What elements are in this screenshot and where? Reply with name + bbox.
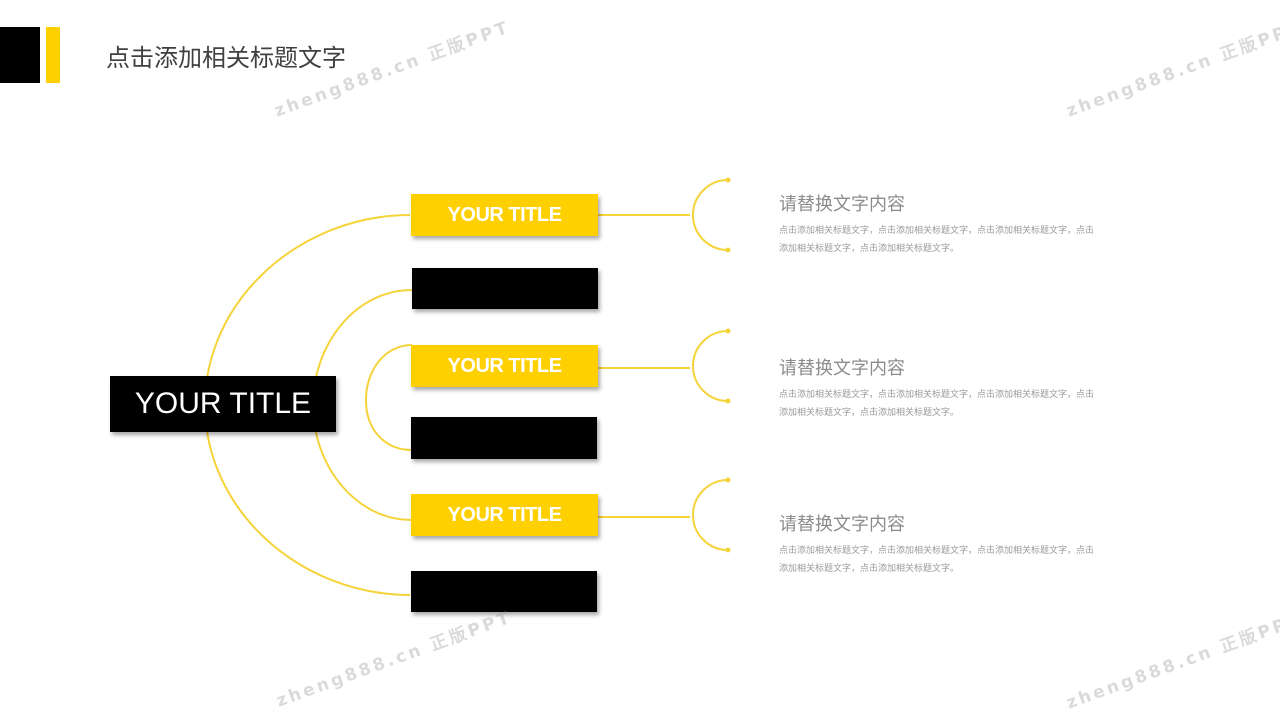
bracket-dot xyxy=(725,547,731,553)
bracket-arc-1 xyxy=(692,179,729,251)
detail-heading[interactable]: 请替换文字内容 xyxy=(779,358,905,379)
branch-box-4[interactable] xyxy=(411,417,597,459)
bracket-dot xyxy=(725,477,731,483)
header-black-block xyxy=(0,27,40,83)
header-yellow-bar xyxy=(46,27,60,83)
bracket-arc-3 xyxy=(692,479,729,551)
detail-body[interactable]: 点击添加相关标题文字，点击添加相关标题文字，点击添加相关标题文字，点击添加相关标… xyxy=(779,546,1095,574)
bracket-dot xyxy=(725,177,731,183)
connector-arc-inner xyxy=(364,344,413,451)
detail-block-2: 请替换文字内容 点击添加相关标题文字，点击添加相关标题文字，点击添加相关标题文字… xyxy=(779,354,1099,422)
branch-box-2[interactable] xyxy=(412,268,598,309)
branch-box-5[interactable]: YOUR TITLE xyxy=(411,494,598,536)
branch-box-6[interactable] xyxy=(411,571,597,612)
detail-heading[interactable]: 请替换文字内容 xyxy=(779,194,905,215)
detail-block-1: 请替换文字内容 点击添加相关标题文字，点击添加相关标题文字，点击添加相关标题文字… xyxy=(779,190,1099,258)
detail-body[interactable]: 点击添加相关标题文字，点击添加相关标题文字，点击添加相关标题文字，点击添加相关标… xyxy=(779,226,1095,254)
bracket-arc-2 xyxy=(692,330,729,402)
bracket-dot xyxy=(725,247,731,253)
detail-body[interactable]: 点击添加相关标题文字，点击添加相关标题文字，点击添加相关标题文字，点击添加相关标… xyxy=(779,390,1095,418)
bracket-dot xyxy=(725,398,731,404)
center-title-box[interactable]: YOUR TITLE xyxy=(110,376,336,432)
page-title[interactable]: 点击添加相关标题文字 xyxy=(106,44,346,72)
branch-box-3[interactable]: YOUR TITLE xyxy=(411,345,598,387)
detail-heading[interactable]: 请替换文字内容 xyxy=(779,514,905,535)
bracket-dot xyxy=(725,328,731,334)
detail-block-3: 请替换文字内容 点击添加相关标题文字，点击添加相关标题文字，点击添加相关标题文字… xyxy=(779,510,1099,578)
branch-box-1[interactable]: YOUR TITLE xyxy=(411,194,598,236)
